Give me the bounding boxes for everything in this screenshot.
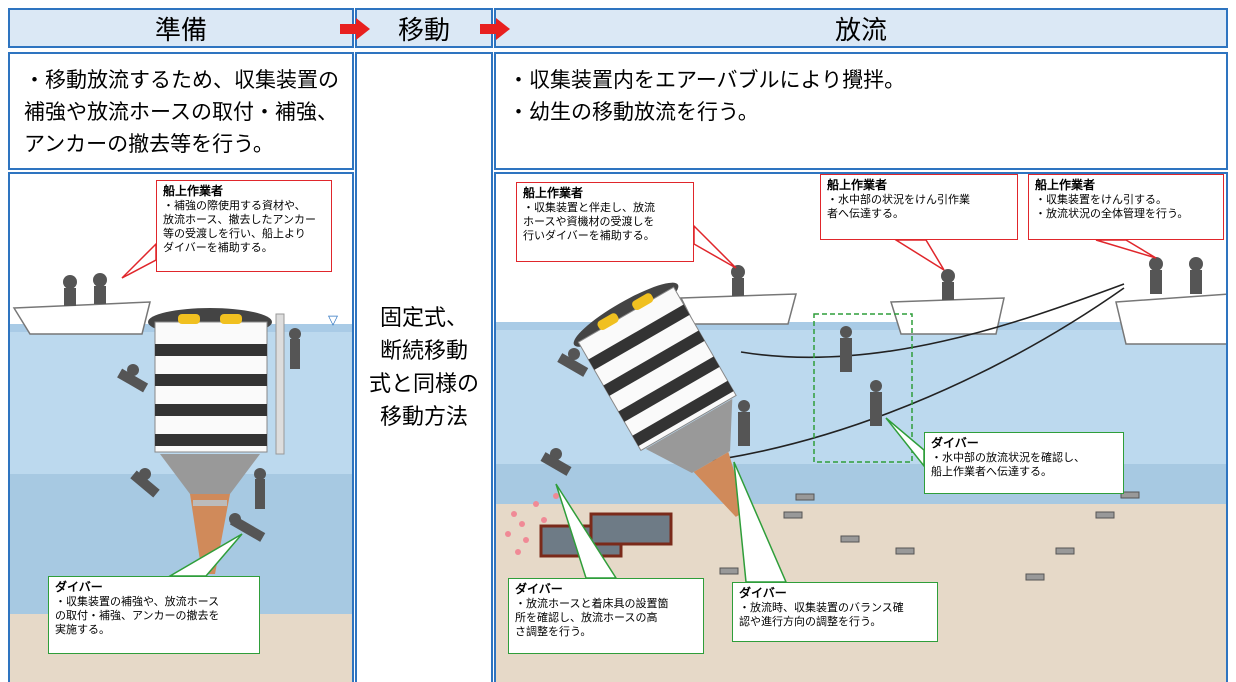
diver-highlight <box>813 313 913 463</box>
callout-line: さ調整を行う。 <box>515 625 592 638</box>
prep-desc-line: 補強や放流ホースの取付・補強、 <box>24 100 338 124</box>
callout-title: 船上作業者 <box>163 184 224 198</box>
callout-line: 放流ホース、撤去したアンカー <box>163 213 317 226</box>
callout-line: 実施する。 <box>55 623 110 636</box>
callout-line: ・収集装置をけん引する。 <box>1035 193 1167 206</box>
release-diver-callout-3: ダイバー ・放流時、収集装置のバランス確 認や進行方向の調整を行う。 <box>732 582 938 642</box>
callout-line: の取付・補強、アンカーの撤去を <box>55 609 220 622</box>
move-text-line: 式と同様の <box>368 372 479 397</box>
prep-desc-line: ・移動放流するため、収集装置の <box>24 68 339 92</box>
prep-desc-panel: ・移動放流するため、収集装置の 補強や放流ホースの取付・補強、 アンカーの撤去等… <box>8 52 354 170</box>
move-text-line: 固定式、 <box>379 306 468 331</box>
header-release-label: 放流 <box>834 15 887 46</box>
callout-line: ・収集装置の補強や、放流ホース <box>55 595 220 608</box>
callout-line: 等の受渡しを行い、船上より <box>163 227 306 240</box>
callout-line: ・補強の際使用する資材や、 <box>163 199 306 212</box>
callout-line: 行いダイバーを補助する。 <box>523 229 655 242</box>
move-text-line: 移動方法 <box>379 405 468 430</box>
callout-line: ・放流状況の全体管理を行う。 <box>1035 207 1189 220</box>
callout-title: ダイバー <box>739 586 787 600</box>
callout-line: ・放流時、収集装置のバランス確 <box>739 601 904 614</box>
header-move-label: 移動 <box>397 15 450 46</box>
callout-line: ・水中部の状況をけん引作業 <box>827 193 970 206</box>
release-boat-callout-1: 船上作業者 ・収集装置と伴走し、放流 ホースや資機材の受渡しを 行いダイバーを補… <box>516 182 694 262</box>
callout-title: 船上作業者 <box>523 186 584 200</box>
callout-title: 船上作業者 <box>827 178 888 192</box>
collection-device <box>148 308 285 574</box>
release-desc-line: ・幼生の移動放流を行う。 <box>508 100 759 124</box>
prep-illustration-panel: ▽ 船上作業者 ・補強の際使用する資材や、 放流ホース、撤去したアンカー 等の <box>8 172 354 682</box>
release-desc-line: ・収集装置内をエアーバブルにより攪拌。 <box>508 68 906 92</box>
header-release: 放流 <box>494 8 1228 48</box>
header-move: 移動 <box>355 8 493 48</box>
arrow-icon-2 <box>480 18 510 40</box>
callout-title: ダイバー <box>931 436 979 450</box>
header-prep-label: 準備 <box>154 15 207 46</box>
move-text-line: 断続移動 <box>379 339 468 364</box>
callout-line: ・放流ホースと着床具の設置箇 <box>515 597 669 610</box>
boat <box>889 297 1005 335</box>
release-desc-panel: ・収集装置内をエアーバブルにより攪拌。 ・幼生の移動放流を行う。 <box>494 52 1228 170</box>
header-prep: 準備 <box>8 8 354 48</box>
move-panel <box>355 52 493 682</box>
callout-line: 所を確認し、放流ホースの高 <box>515 611 658 624</box>
release-boat-callout-3: 船上作業者 ・収集装置をけん引する。 ・放流状況の全体管理を行う。 <box>1028 174 1224 240</box>
release-illustration-panel: ▽ <box>494 172 1228 682</box>
callout-line: ダイバーを補助する。 <box>163 241 273 254</box>
prep-desc-line: アンカーの撤去等を行う。 <box>24 132 274 156</box>
release-diver-callout-1: ダイバー ・水中部の放流状況を確認し、 船上作業者へ伝達する。 <box>924 432 1124 494</box>
prep-diver-callout: ダイバー ・収集装置の補強や、放流ホース の取付・補強、アンカーの撤去を 実施す… <box>48 576 260 654</box>
callout-line: 者へ伝達する。 <box>827 207 904 220</box>
prep-scene: ▽ <box>10 273 352 682</box>
prep-boat-callout: 船上作業者 ・補強の際使用する資材や、 放流ホース、撤去したアンカー 等の受渡し… <box>156 180 332 272</box>
move-text: 固定式、 断続移動 式と同様の 移動方法 <box>355 302 493 434</box>
callout-title: ダイバー <box>55 580 103 594</box>
arrow-icon-1 <box>340 18 370 40</box>
callout-line: ホースや資機材の受渡しを <box>523 215 655 228</box>
prep-boat-pointer <box>121 242 157 279</box>
callout-title: ダイバー <box>515 582 563 596</box>
prep-diver-pointer <box>167 533 243 577</box>
boat <box>1115 293 1226 345</box>
callout-line: 船上作業者へ伝達する。 <box>931 465 1052 478</box>
release-pointers <box>555 224 1157 583</box>
collection-device <box>573 282 747 517</box>
svg-text:▽: ▽ <box>328 313 338 328</box>
callout-line: ・収集装置と伴走し、放流 <box>523 201 655 214</box>
callout-line: 認や進行方向の調整を行う。 <box>739 615 882 628</box>
callout-line: ・水中部の放流状況を確認し、 <box>931 451 1085 464</box>
callout-title: 船上作業者 <box>1035 178 1096 192</box>
release-diver-callout-2: ダイバー ・放流ホースと着床具の設置箇 所を確認し、放流ホースの高 さ調整を行う… <box>508 578 704 654</box>
